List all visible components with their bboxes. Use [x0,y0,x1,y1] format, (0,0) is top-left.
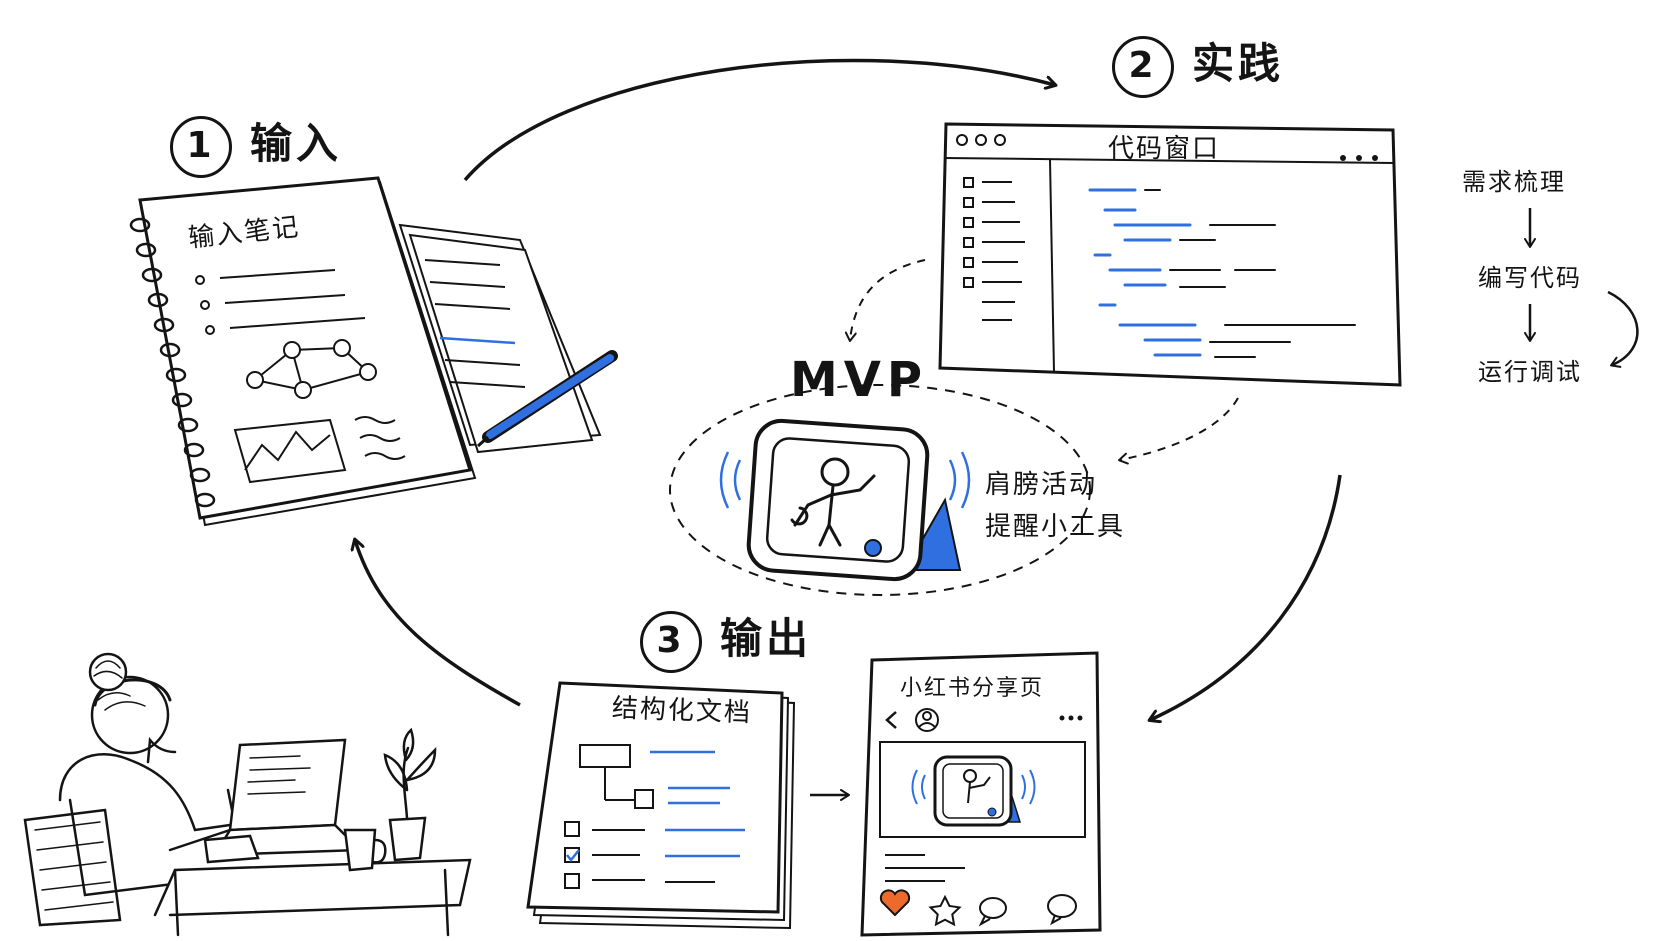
share-page-title: 小红书分享页 [900,676,1045,701]
flow-step-requirements: 需求梳理 [1462,168,1566,196]
reminder-device [719,418,971,582]
mvp-label: MVP [790,352,929,408]
mvp-caption-line2: 提醒小工具 [985,512,1126,542]
device-button [864,539,882,557]
document-title: 结构化文档 [611,693,753,729]
pen-icon [476,350,618,448]
step-1-number: 1 [170,115,232,178]
mvp-caption-line1: 肩膀活动 [985,470,1098,500]
comment-icon [978,897,1007,927]
vibration-waves-icon [719,451,971,509]
step-3-number: 3 [640,610,702,673]
notebook [129,176,477,527]
chat-bubble-icon [1047,894,1077,926]
step-3-label: 输出 [720,614,813,663]
heart-icon [879,889,911,917]
structured-document [526,681,796,930]
dashed-arrow-to-mvp [844,259,926,342]
more-dots-icon [1059,715,1083,721]
code-window-title: 代码窗口 [1108,134,1221,164]
code-window [938,122,1402,387]
step-2-label: 实践 [1192,39,1285,88]
arrow-practice-to-output [1150,474,1342,720]
window-controls [956,134,1006,146]
mini-device-icon [911,755,1036,827]
stretching-person-icon [790,457,876,547]
back-chevron-icon [885,711,897,729]
spiral-binding [129,217,216,508]
arrow-output-to-input [355,540,521,707]
person-at-desk-illustration [23,652,472,937]
line-chart-icon [233,418,347,484]
loop-arrow [1607,290,1639,368]
network-graph-icon [246,339,377,399]
step-3-title: 3 输出 [640,605,812,673]
dashed-arrow-to-caption [1118,397,1239,465]
checkbox-check-icon [566,849,580,863]
mvp-dashed-outline [669,384,1091,596]
step-1-label: 输入 [250,119,343,168]
code-lines [1088,188,1356,358]
arrow-input-to-practice [463,58,1055,182]
more-dots-icon [1340,155,1378,161]
file-tree [963,177,1025,321]
star-icon [928,894,962,927]
share-page [860,651,1102,937]
step-2-number: 2 [1112,35,1174,98]
user-avatar-icon [915,708,939,732]
flow-step-run-debug: 运行调试 [1478,358,1582,386]
step-2-title: 2 实践 [1112,30,1284,98]
flow-step-write-code: 编写代码 [1478,264,1582,292]
step-1-title: 1 输入 [170,110,342,178]
